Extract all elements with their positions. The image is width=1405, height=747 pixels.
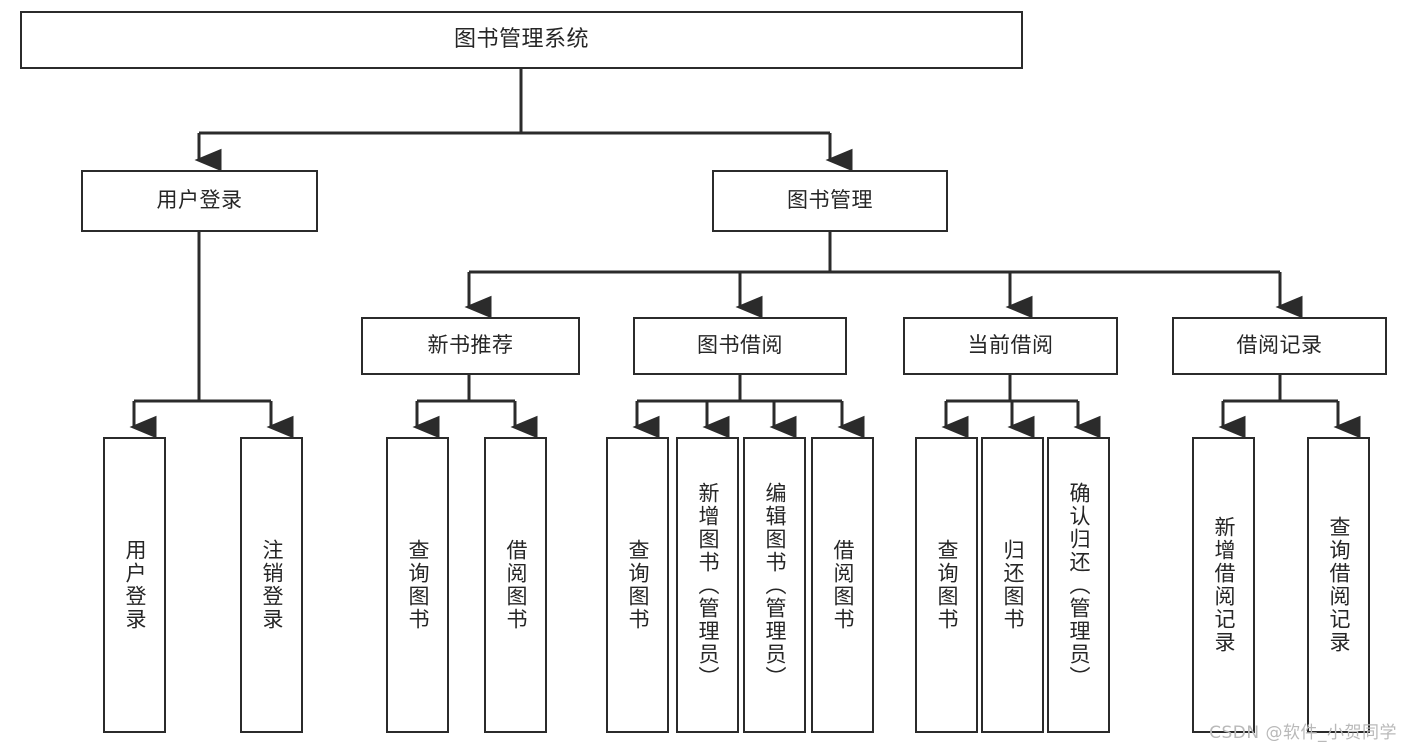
leaf-add-book-admin[interactable]: 新增图书（管理员） <box>676 437 739 733</box>
node-label: 查询图书 <box>406 539 430 631</box>
node-label: 编辑图书（管理员） <box>763 481 787 689</box>
leaf-borrow-book-borrow[interactable]: 借阅图书 <box>811 437 874 733</box>
node-label: 注销登录 <box>260 539 284 631</box>
node-label: 当前借阅 <box>967 333 1054 358</box>
leaf-query-book-recommend[interactable]: 查询图书 <box>386 437 449 733</box>
leaf-logout-login[interactable]: 注销登录 <box>240 437 303 733</box>
node-label: 查询图书 <box>935 539 959 631</box>
node-root-system[interactable]: 图书管理系统 <box>20 11 1023 69</box>
leaf-borrow-book-recommend[interactable]: 借阅图书 <box>484 437 547 733</box>
watermark-csdn: CSDN @软件_小贺同学 <box>1209 723 1397 743</box>
node-label: 图书管理系统 <box>453 26 589 52</box>
node-label: 查询图书 <box>626 539 650 631</box>
node-label: 新增图书（管理员） <box>696 481 720 689</box>
node-book-borrow[interactable]: 图书借阅 <box>633 317 847 375</box>
node-label: 借阅图书 <box>831 539 855 631</box>
node-current-borrow[interactable]: 当前借阅 <box>903 317 1118 375</box>
node-label: 新书推荐 <box>427 333 514 358</box>
leaf-return-book[interactable]: 归还图书 <box>981 437 1044 733</box>
node-label: 借阅记录 <box>1236 333 1323 358</box>
node-label: 用户登录 <box>156 188 243 213</box>
node-new-book-recommend[interactable]: 新书推荐 <box>361 317 580 375</box>
node-label: 归还图书 <box>1001 539 1025 631</box>
node-label: 用户登录 <box>123 539 147 631</box>
node-label: 图书管理 <box>787 188 873 213</box>
node-label: 查询借阅记录 <box>1327 516 1351 654</box>
leaf-query-book-borrow[interactable]: 查询图书 <box>606 437 669 733</box>
leaf-user-login[interactable]: 用户登录 <box>103 437 166 733</box>
leaf-confirm-return-admin[interactable]: 确认归还（管理员） <box>1047 437 1110 733</box>
leaf-query-borrow-record[interactable]: 查询借阅记录 <box>1307 437 1370 733</box>
node-user-login[interactable]: 用户登录 <box>81 170 318 232</box>
leaf-edit-book-admin[interactable]: 编辑图书（管理员） <box>743 437 806 733</box>
node-book-manage[interactable]: 图书管理 <box>712 170 948 232</box>
node-label: 借阅图书 <box>504 539 528 631</box>
node-borrow-record[interactable]: 借阅记录 <box>1172 317 1387 375</box>
leaf-add-borrow-record[interactable]: 新增借阅记录 <box>1192 437 1255 733</box>
node-label: 确认归还（管理员） <box>1067 481 1091 689</box>
node-label: 图书借阅 <box>697 333 783 358</box>
node-label: 新增借阅记录 <box>1212 516 1236 654</box>
leaf-query-book-current[interactable]: 查询图书 <box>915 437 978 733</box>
